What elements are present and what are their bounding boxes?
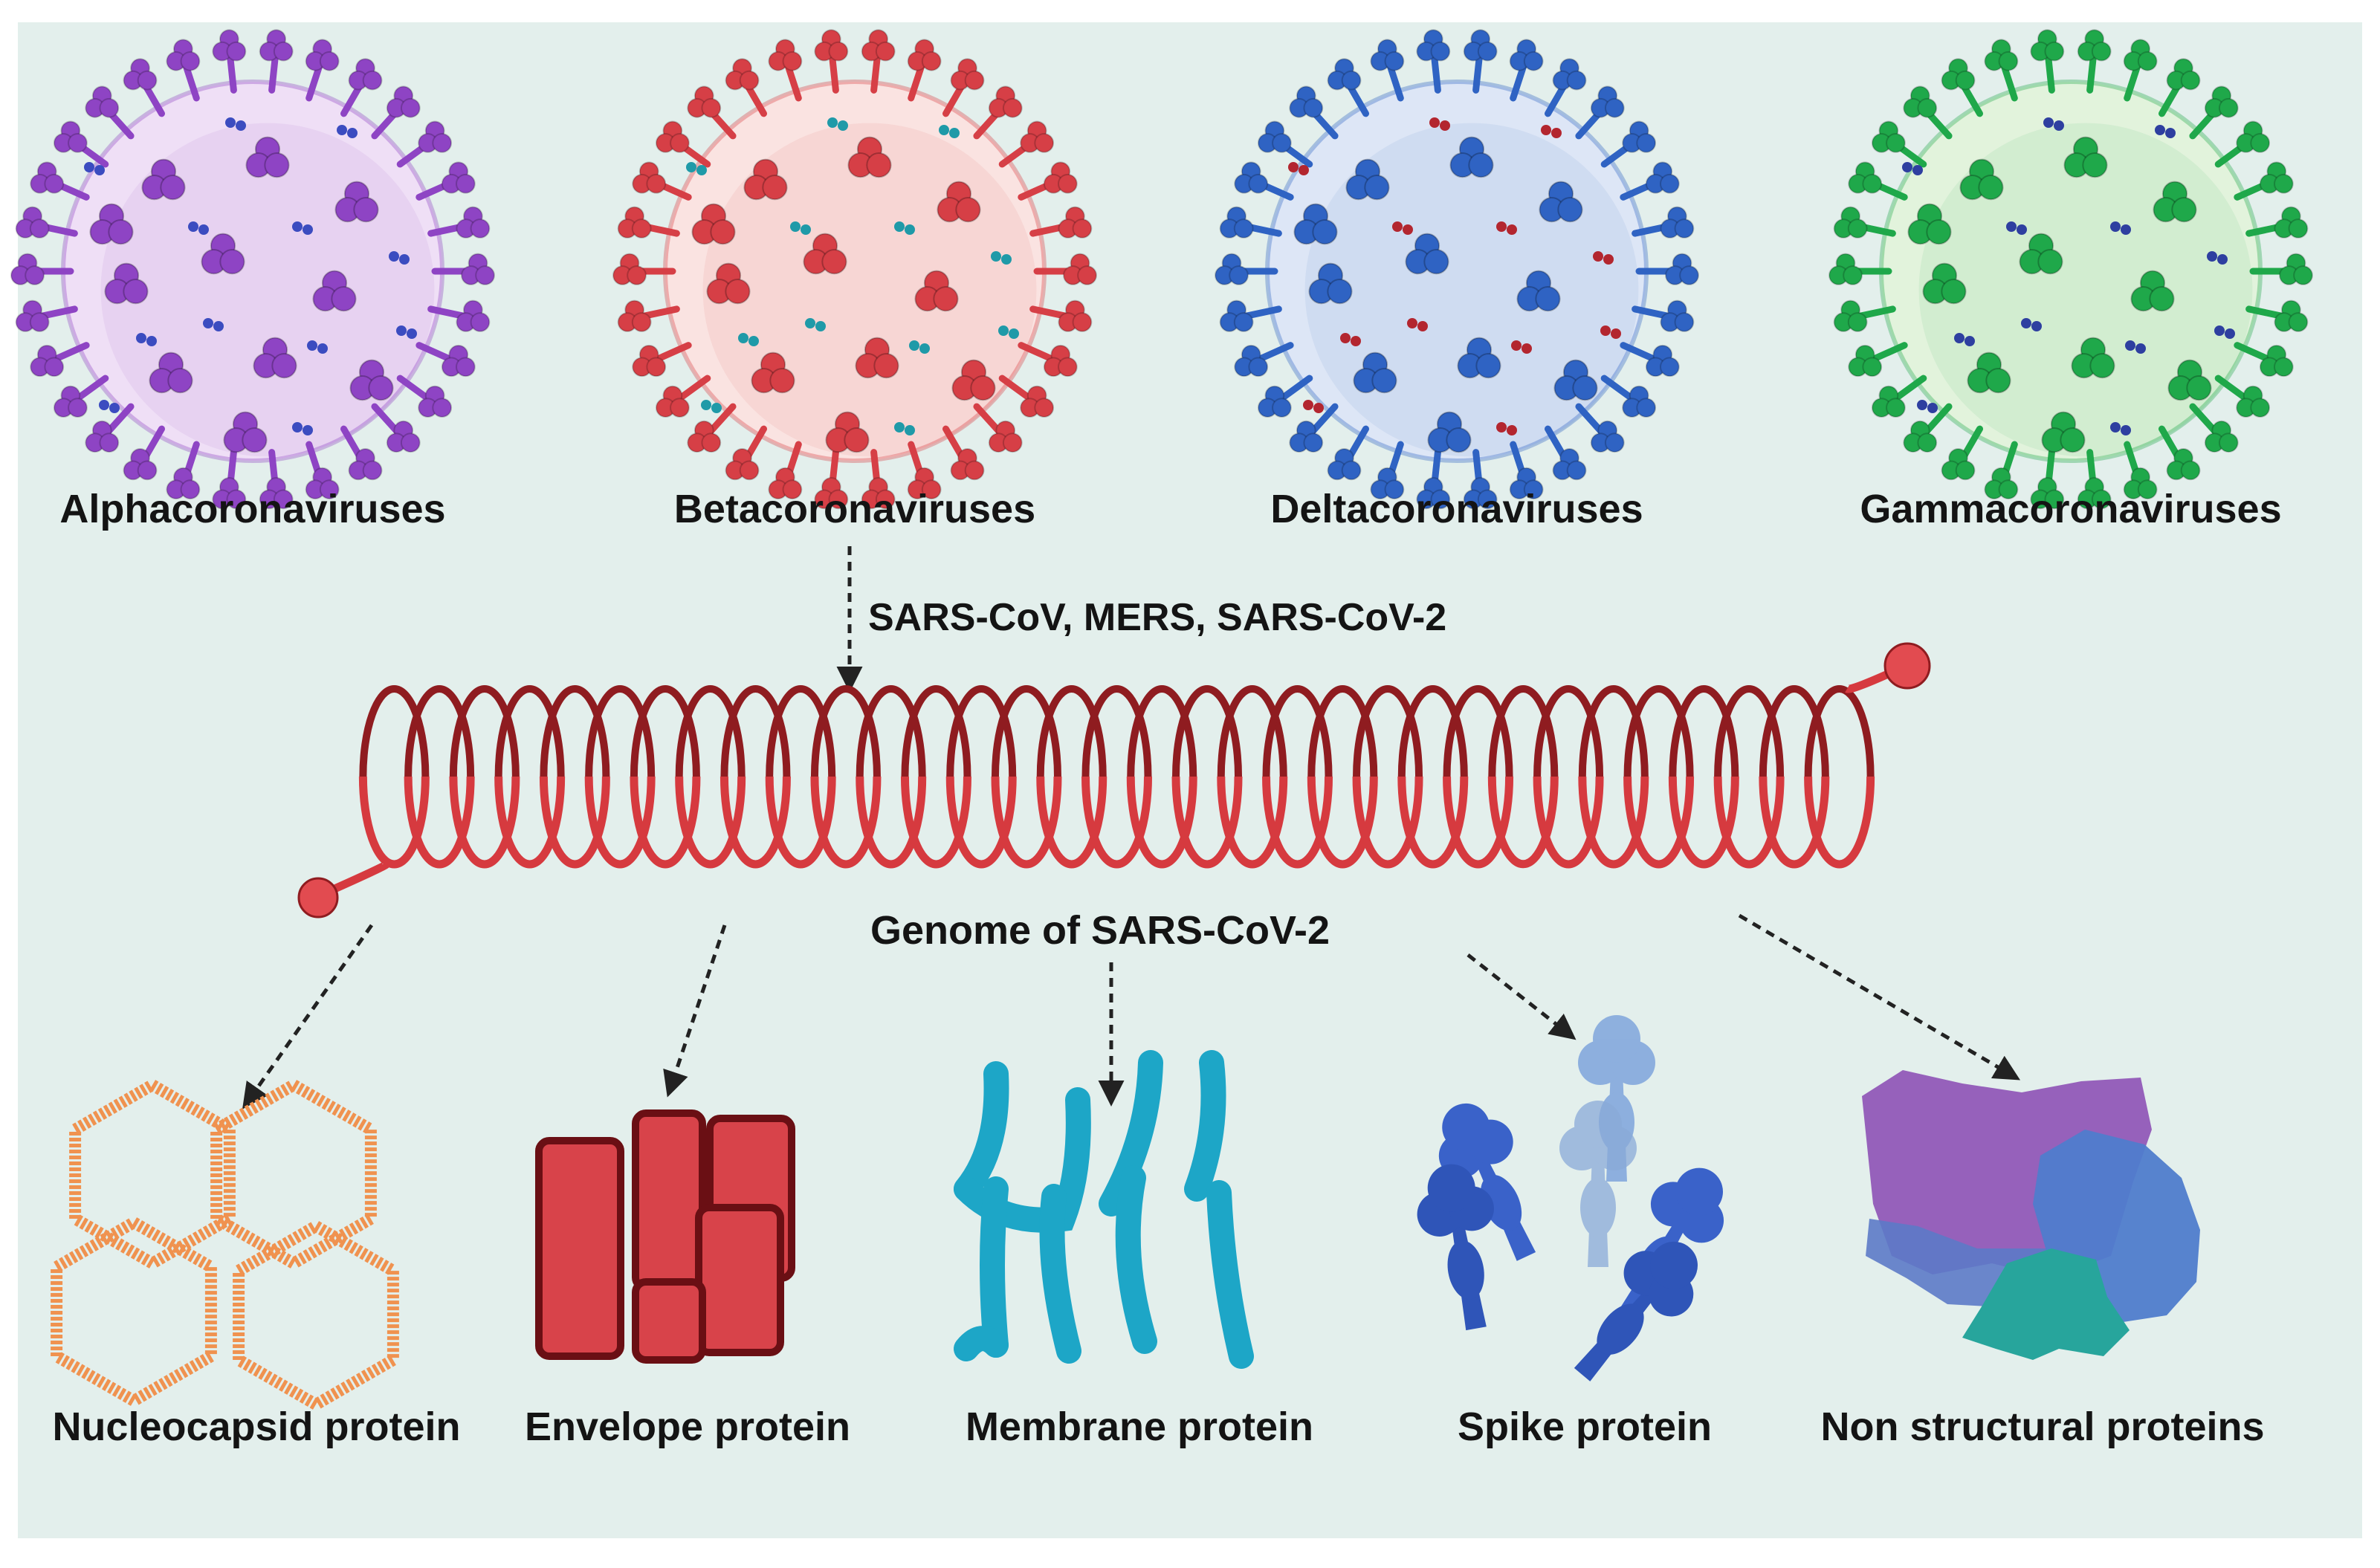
genome-to-envelope-arrow <box>663 924 727 1098</box>
nucleocapsid-protein-label: Nucleocapsid protein <box>52 1405 460 1449</box>
genome-to-nonstructural-arrow <box>1738 913 2021 1081</box>
gammacoronavirus-particle <box>1828 29 2313 510</box>
alphacoronaviruses-label: Alphacoronaviruses <box>59 487 445 531</box>
spike-protein-icon <box>1417 1015 1724 1381</box>
betacoronavirus-particle <box>612 29 1097 510</box>
protein-complex-icon <box>1862 1070 2200 1360</box>
genome-to-nucleocapsid-arrow <box>242 924 374 1109</box>
genome-label: Genome of SARS-CoV-2 <box>870 908 1330 953</box>
spike-protein-label: Spike protein <box>1458 1405 1712 1449</box>
genome-to-spike-arrow <box>1467 953 1577 1040</box>
cylinder-block-icon <box>535 1109 795 1364</box>
hexagon-lattice-icon <box>51 1079 399 1410</box>
non-structural-proteins-label: Non structural proteins <box>1820 1405 2264 1449</box>
betacoronaviruses-label: Betacoronaviruses <box>674 487 1035 531</box>
deltacoronaviruses-label: Deltacoronaviruses <box>1270 487 1643 531</box>
deltacoronavirus-particle <box>1215 29 1699 510</box>
alphacoronavirus-particle <box>10 29 495 510</box>
sars-cov-2-genome-coil <box>297 642 1931 919</box>
gammacoronaviruses-label: Gammacoronaviruses <box>1860 487 2281 531</box>
membrane-protein-icon <box>954 1050 1254 1369</box>
membrane-protein-label: Membrane protein <box>966 1405 1313 1449</box>
envelope-protein-label: Envelope protein <box>525 1405 850 1449</box>
lineage-note: SARS-CoV, MERS, SARS-CoV-2 <box>868 596 1446 639</box>
